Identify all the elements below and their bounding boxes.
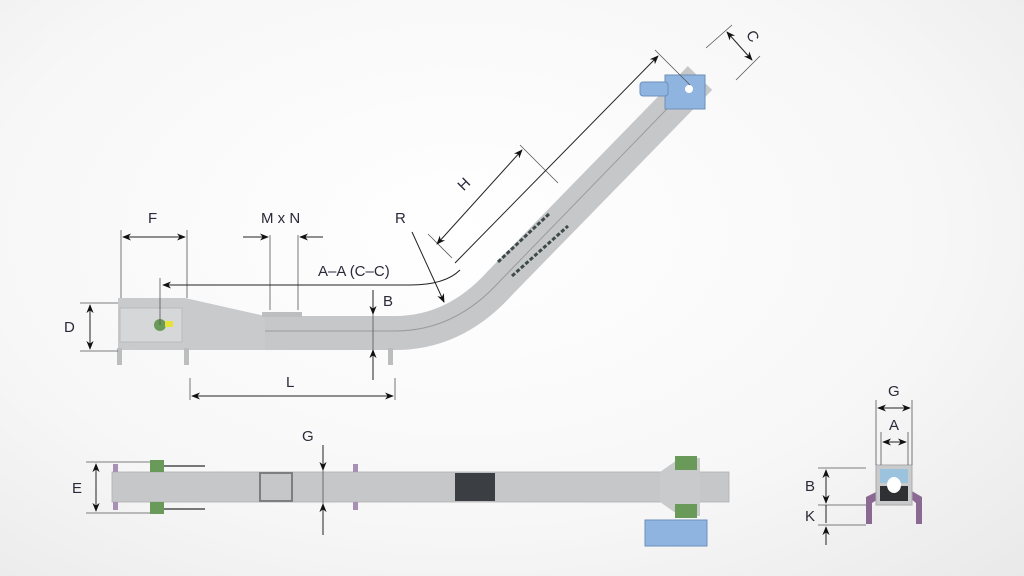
side-view: F M x N A–A (C–C) R B D L H (64, 24, 762, 400)
tail-shaft (165, 321, 173, 327)
label-m-x-n: M x N (261, 210, 300, 227)
flange-tab (113, 464, 118, 472)
label-g-top: G (302, 428, 314, 445)
label-l: L (286, 374, 294, 391)
tail-drive-top (150, 460, 164, 472)
label-c: C (742, 28, 762, 46)
label-b-side: B (383, 293, 393, 310)
label-section-a-a: A–A (C–C) (318, 263, 390, 280)
top-view-body (111, 471, 730, 503)
head-drive-bottom (675, 504, 697, 518)
chain-link (887, 477, 901, 493)
conveyor-centerline (185, 79, 696, 332)
label-d: D (64, 319, 75, 336)
support-leg (117, 348, 122, 365)
support-leg (388, 348, 393, 365)
tail-drive-bottom (150, 502, 164, 514)
head-end-flare (660, 458, 700, 516)
label-h: H (454, 175, 474, 195)
support-bracket-right (910, 490, 922, 524)
label-a: A (889, 417, 899, 434)
head-gearbox (664, 74, 706, 110)
flange-tab (353, 502, 358, 510)
label-k: K (805, 508, 815, 525)
label-g-section: G (888, 383, 900, 400)
conveyor-incline-body (265, 66, 713, 350)
head-motor-top-view (644, 519, 708, 547)
chain-segment (511, 224, 569, 278)
label-f: F (148, 210, 157, 227)
inlet-opening (259, 472, 293, 502)
label-e: E (72, 480, 82, 497)
upper-chain-track (880, 469, 908, 483)
section-arrow (162, 269, 461, 289)
flange-tab (113, 502, 118, 510)
top-view: E G (72, 428, 730, 547)
lower-chain-track (880, 486, 908, 501)
inlet-flange (262, 312, 302, 317)
spiral-section (455, 473, 495, 501)
label-b-section: B (805, 478, 815, 495)
label-r: R (395, 210, 406, 227)
head-drive-top (675, 456, 697, 470)
head-sprocket-icon (685, 85, 693, 93)
cross-section: G A B K (805, 383, 922, 545)
support-leg (184, 348, 189, 365)
flange-tab (353, 464, 358, 472)
head-motor (639, 81, 669, 97)
